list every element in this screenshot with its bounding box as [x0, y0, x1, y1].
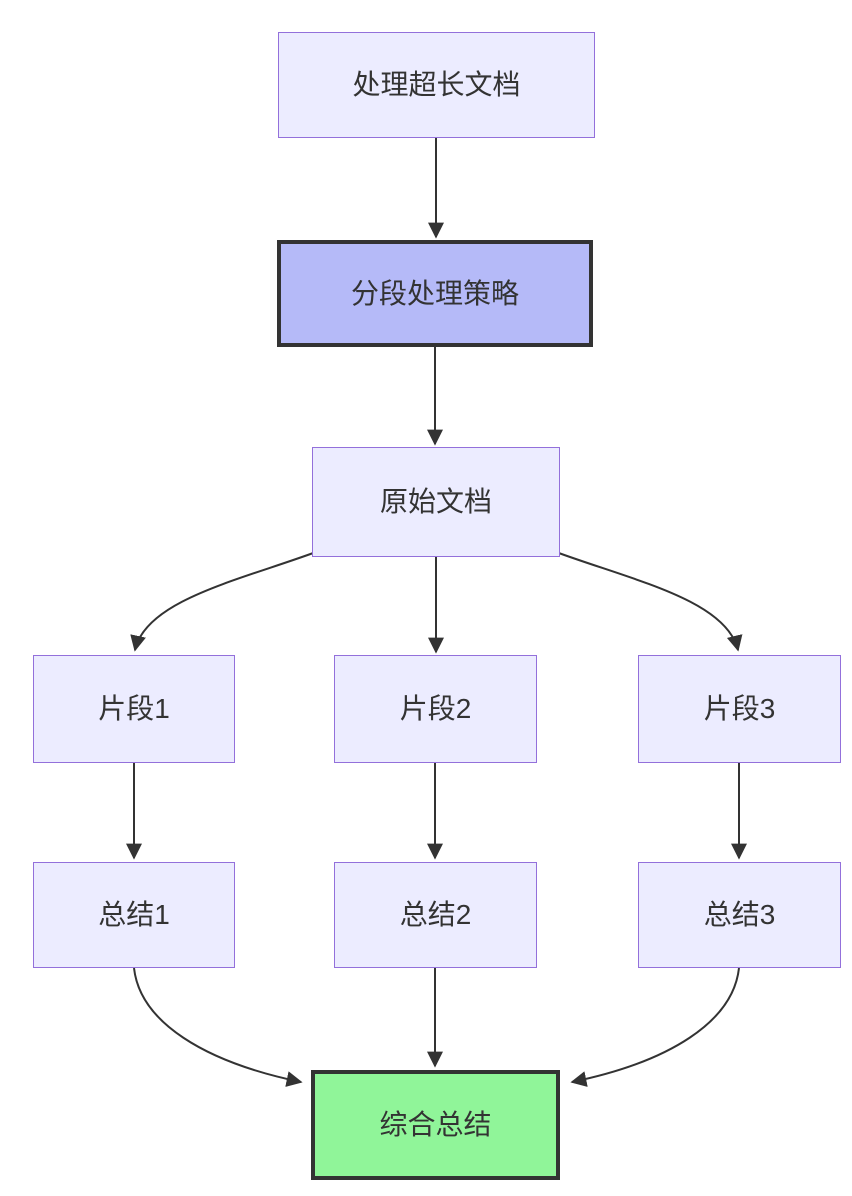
node-sum3-label: 总结3: [703, 899, 776, 930]
node-sum1-label: 总结1: [98, 899, 170, 930]
edge-sum3-final: [570, 967, 740, 1087]
node-sum2: 总结2: [334, 862, 537, 968]
node-strategy-label: 分段处理策略: [350, 277, 519, 309]
node-final: 综合总结: [311, 1070, 560, 1180]
node-seg1-label: 片段1: [98, 693, 170, 724]
node-seg3-label: 片段3: [703, 693, 776, 724]
node-strategy: 分段处理策略: [277, 240, 593, 347]
node-task: 处理超长文档: [278, 32, 595, 138]
node-seg2-label: 片段2: [399, 693, 472, 724]
node-sum3: 总结3: [638, 862, 841, 968]
edge-original-seg3: [555, 551, 743, 652]
node-sum2-label: 总结2: [399, 899, 472, 930]
node-original-label: 原始文档: [379, 486, 492, 517]
node-seg1: 片段1: [33, 655, 235, 763]
edge-original-seg1: [130, 551, 317, 652]
node-final-label: 综合总结: [379, 1109, 492, 1140]
node-seg3: 片段3: [638, 655, 841, 763]
node-task-label: 处理超长文档: [352, 69, 521, 100]
node-seg2: 片段2: [334, 655, 537, 763]
edge-sum1-final: [133, 967, 303, 1087]
node-original: 原始文档: [312, 447, 560, 557]
node-sum1: 总结1: [33, 862, 235, 968]
